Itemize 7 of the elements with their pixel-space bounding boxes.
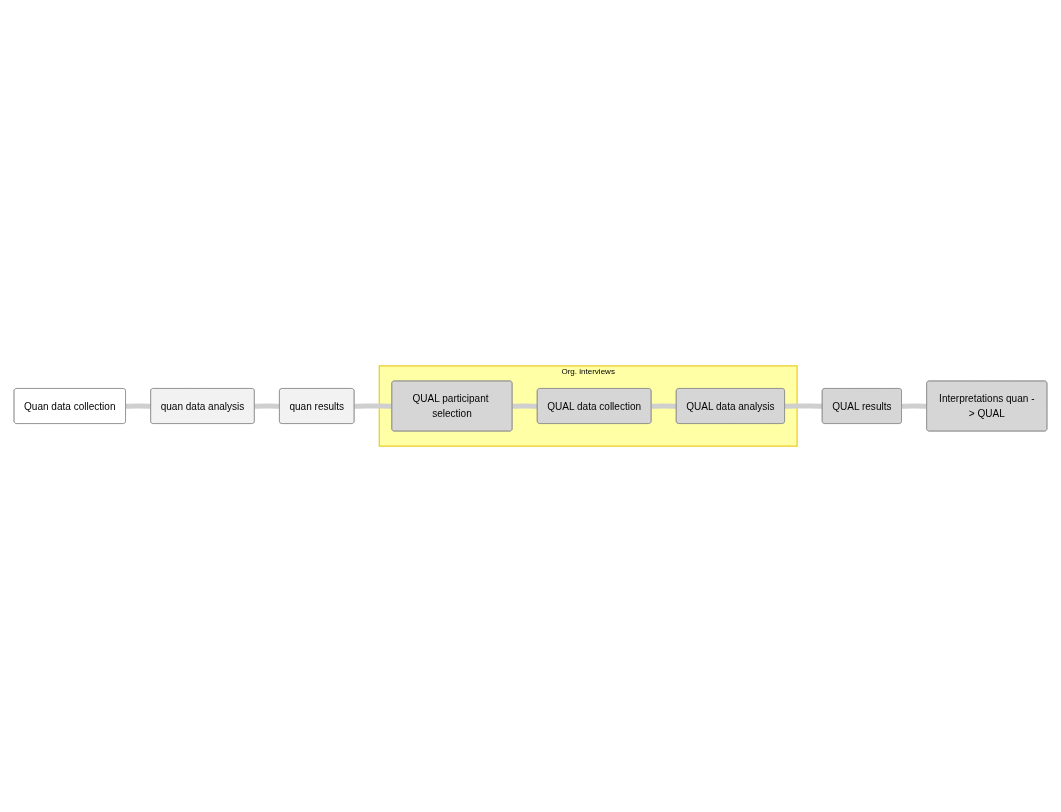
connector	[125, 403, 152, 409]
connector	[353, 403, 393, 409]
connector	[901, 403, 928, 409]
connector	[784, 403, 823, 409]
connector	[650, 403, 677, 409]
connector	[254, 403, 281, 409]
connector	[511, 403, 538, 409]
